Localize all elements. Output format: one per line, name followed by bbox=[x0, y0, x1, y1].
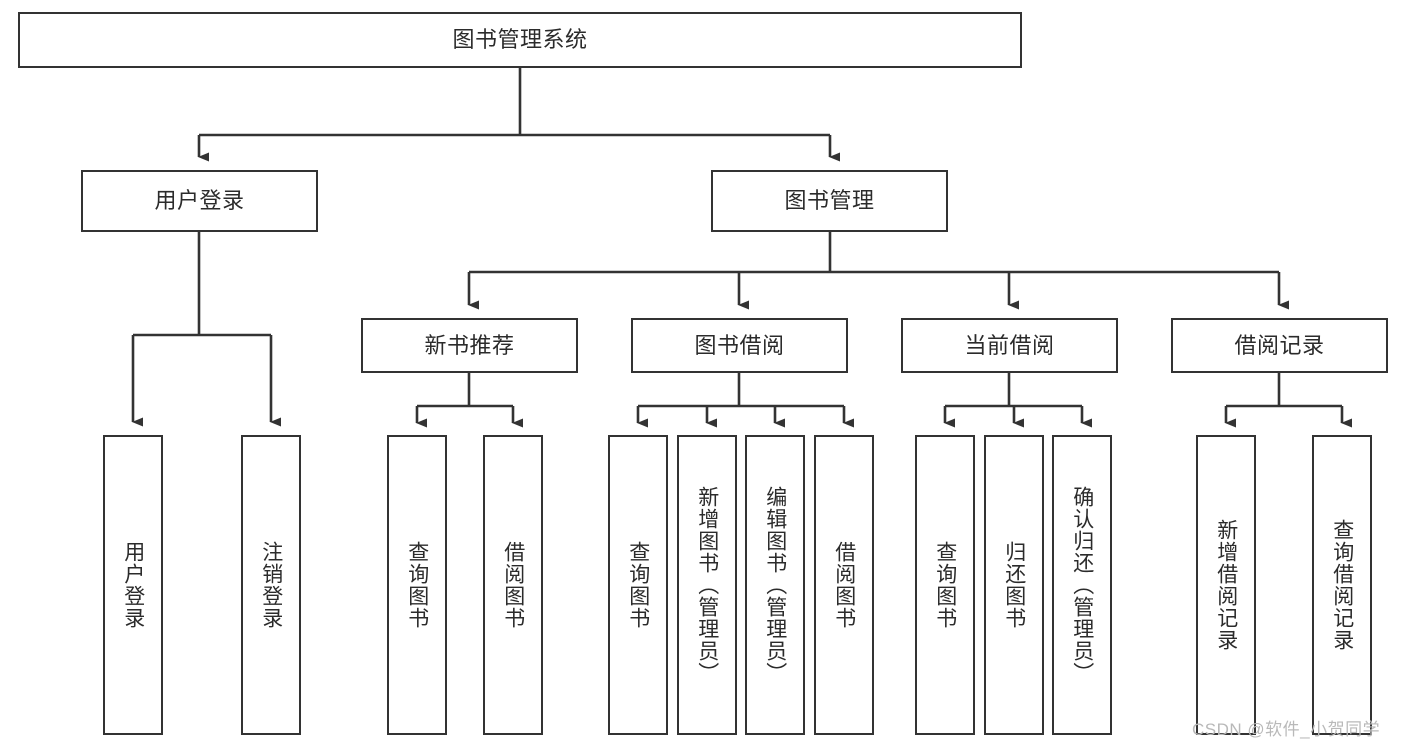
leaf-record-query-borrow-record[interactable]: 查询借阅记录 bbox=[1312, 435, 1372, 735]
leaf-label: 查询借阅记录 bbox=[1330, 519, 1354, 651]
leaf-current-return-book[interactable]: 归还图书 bbox=[984, 435, 1044, 735]
node-label: 当前借阅 bbox=[964, 332, 1055, 358]
node-label: 借阅记录 bbox=[1234, 332, 1325, 358]
leaf-label: 借阅图书 bbox=[501, 541, 525, 629]
leaf-record-add-borrow-record[interactable]: 新增借阅记录 bbox=[1196, 435, 1256, 735]
leaf-borrow-edit-book-admin[interactable]: 编辑图书（管理员） bbox=[745, 435, 805, 735]
leaf-label: 归还图书 bbox=[1002, 541, 1026, 629]
leaf-label: 查询图书 bbox=[405, 541, 429, 629]
leaf-recommend-borrow-book[interactable]: 借阅图书 bbox=[483, 435, 543, 735]
leaf-borrow-add-book-admin[interactable]: 新增图书（管理员） bbox=[677, 435, 737, 735]
leaf-user-logout[interactable]: 注销登录 bbox=[241, 435, 301, 735]
leaf-label: 新增图书（管理员） bbox=[695, 486, 719, 684]
csdn-watermark: CSDN @软件_小贺同学 bbox=[1192, 720, 1381, 739]
node-current-borrow[interactable]: 当前借阅 bbox=[901, 318, 1118, 373]
leaf-label: 编辑图书（管理员） bbox=[763, 486, 787, 684]
node-label: 图书管理 bbox=[784, 188, 875, 214]
node-label: 新书推荐 bbox=[424, 332, 515, 358]
leaf-label: 借阅图书 bbox=[832, 541, 856, 629]
leaf-recommend-query-book[interactable]: 查询图书 bbox=[387, 435, 447, 735]
node-user-login[interactable]: 用户登录 bbox=[81, 170, 318, 232]
node-new-book-recommend[interactable]: 新书推荐 bbox=[361, 318, 578, 373]
leaf-label: 查询图书 bbox=[933, 541, 957, 629]
leaf-label: 确认归还（管理员） bbox=[1070, 486, 1094, 684]
node-book-borrow[interactable]: 图书借阅 bbox=[631, 318, 848, 373]
leaf-borrow-query-book[interactable]: 查询图书 bbox=[608, 435, 668, 735]
leaf-label: 用户登录 bbox=[121, 541, 145, 629]
leaf-current-confirm-return-admin[interactable]: 确认归还（管理员） bbox=[1052, 435, 1112, 735]
node-borrow-record[interactable]: 借阅记录 bbox=[1171, 318, 1388, 373]
node-label: 图书管理系统 bbox=[452, 27, 588, 53]
node-label: 图书借阅 bbox=[694, 332, 785, 358]
node-root-book-management-system[interactable]: 图书管理系统 bbox=[18, 12, 1022, 68]
leaf-label: 注销登录 bbox=[259, 541, 283, 629]
leaf-user-login[interactable]: 用户登录 bbox=[103, 435, 163, 735]
leaf-label: 新增借阅记录 bbox=[1214, 519, 1238, 651]
leaf-current-query-book[interactable]: 查询图书 bbox=[915, 435, 975, 735]
node-label: 用户登录 bbox=[154, 188, 245, 214]
node-book-management[interactable]: 图书管理 bbox=[711, 170, 948, 232]
leaf-borrow-borrow-book[interactable]: 借阅图书 bbox=[814, 435, 874, 735]
leaf-label: 查询图书 bbox=[626, 541, 650, 629]
